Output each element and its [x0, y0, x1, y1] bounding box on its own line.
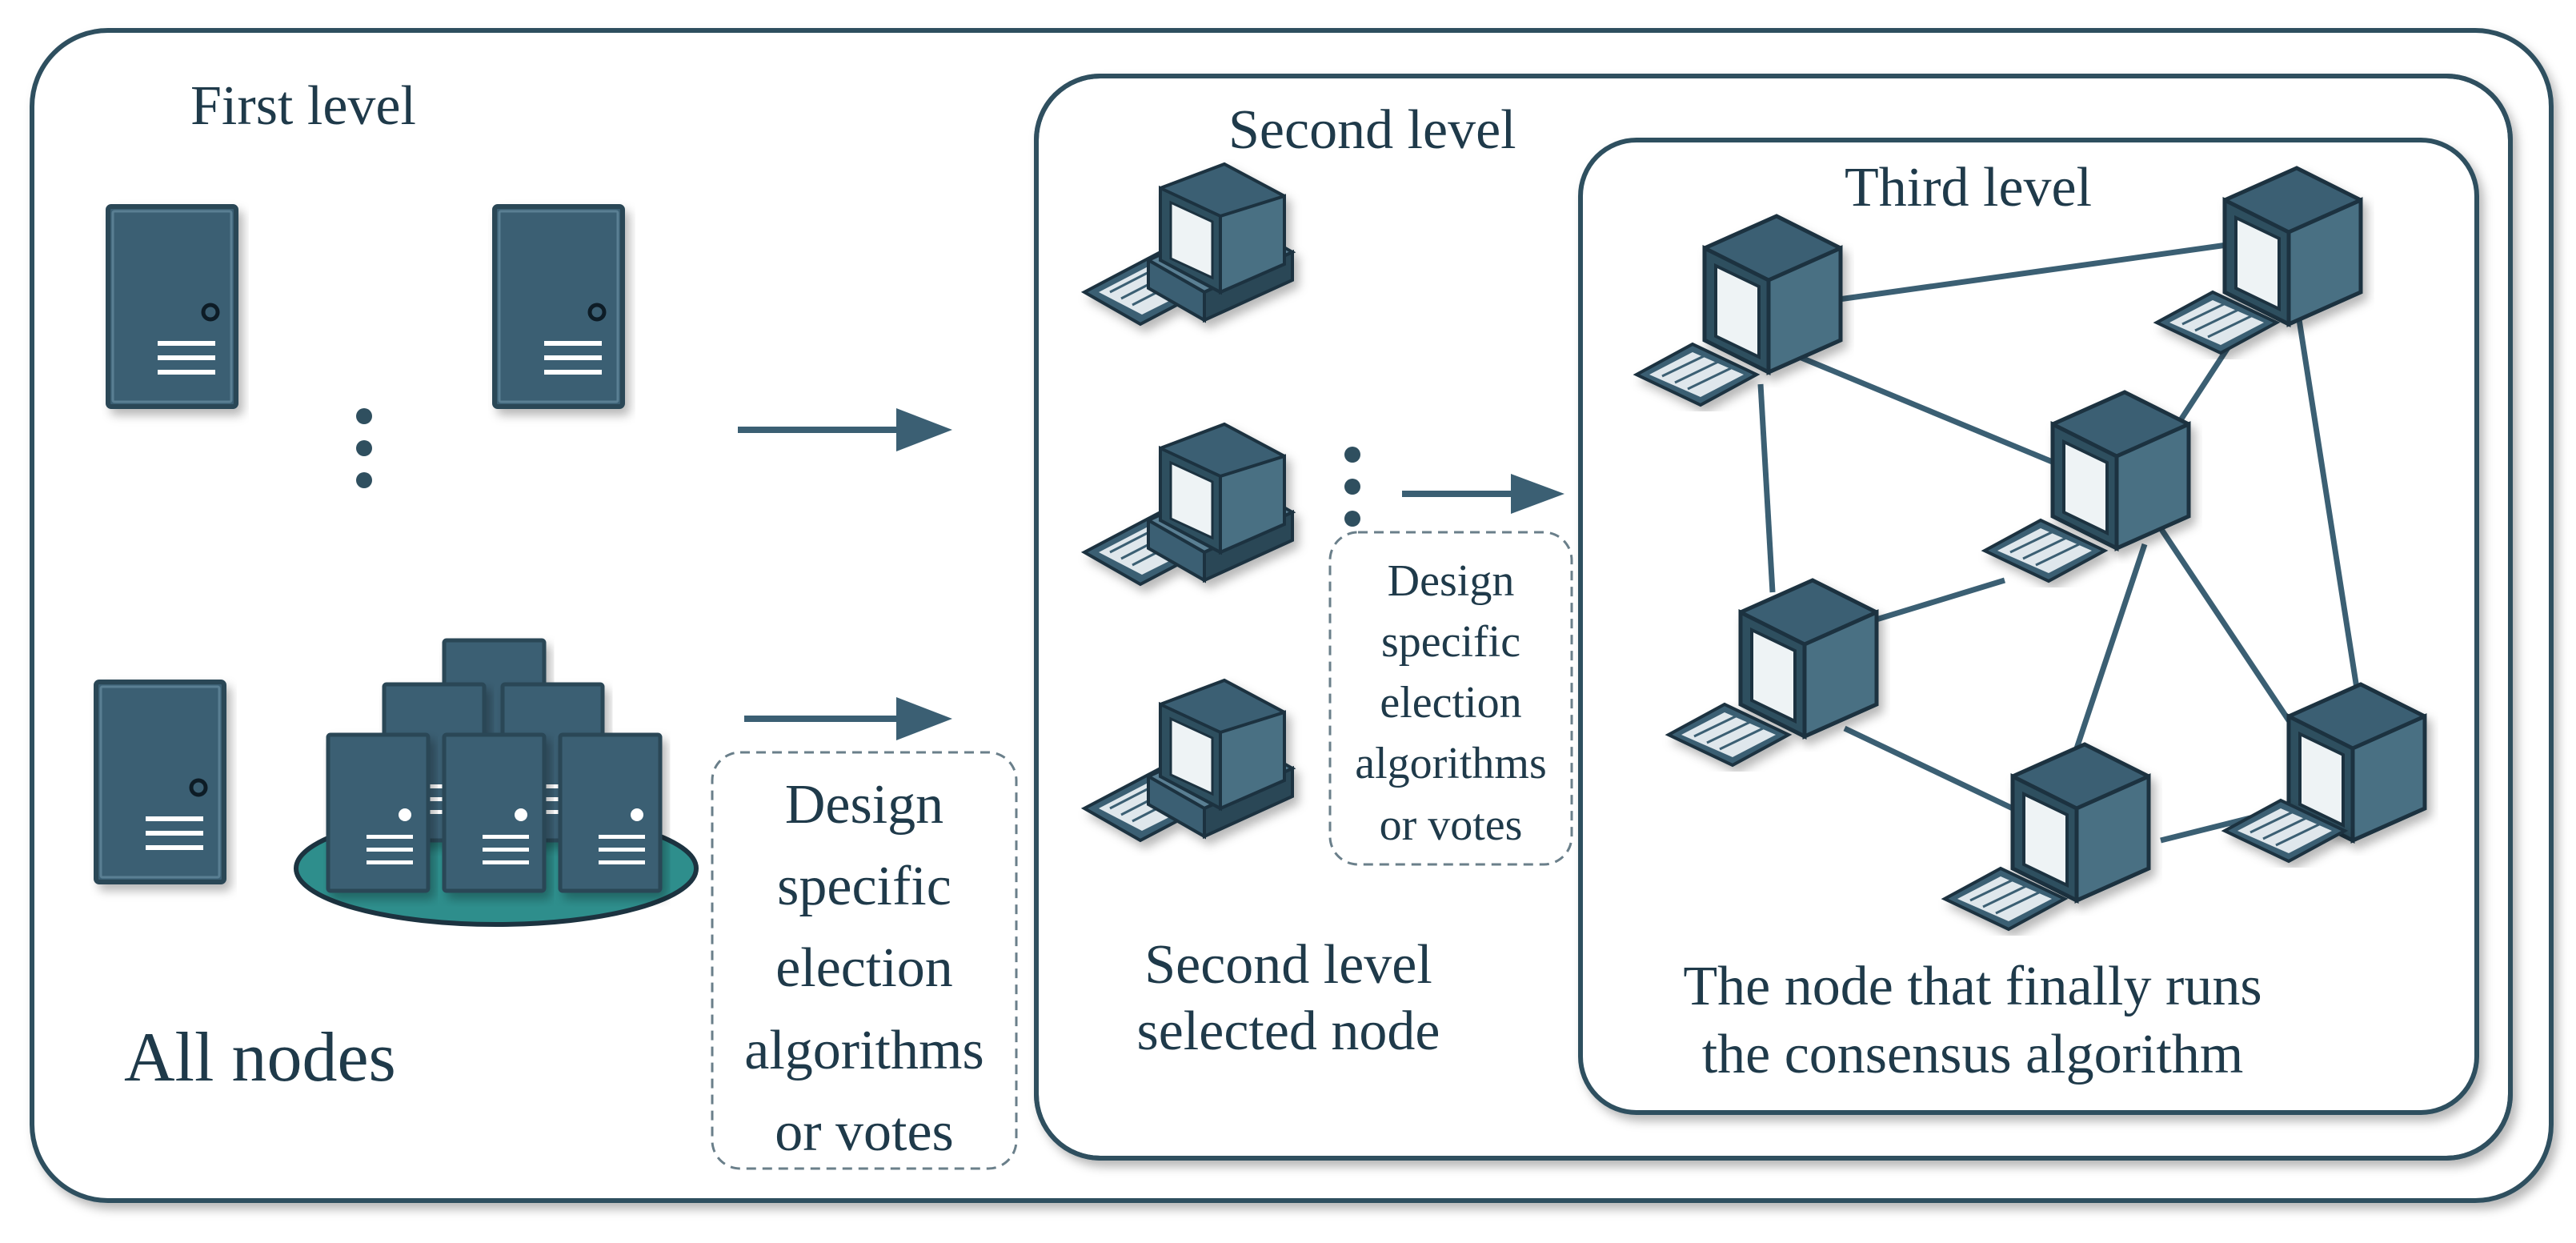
- note-line: election: [775, 937, 953, 1000]
- note-box-first: [711, 751, 1018, 1170]
- note-box-second: [1328, 531, 1573, 866]
- note-line: Design: [1387, 556, 1515, 606]
- final-nodes-caption: The node that finally runs the consensus…: [1604, 952, 2341, 1089]
- second-level-title: Second level: [1228, 99, 1516, 161]
- server-cluster-icon: [294, 640, 699, 927]
- all-nodes-caption: All nodes: [124, 1019, 396, 1097]
- caption-line: Second level: [1144, 934, 1432, 996]
- second-selected-caption: Second level selected node: [1088, 932, 1488, 1065]
- vertical-ellipsis-icon: [356, 408, 372, 488]
- note-line: algorithms: [1355, 739, 1547, 789]
- note-line: algorithms: [744, 1019, 984, 1081]
- first-level-title: First level: [190, 75, 416, 137]
- note-line: election: [1380, 678, 1522, 728]
- election-note-second: Design specific election algorithms or v…: [1330, 551, 1572, 856]
- election-note-first: Design specific election algorithms or v…: [712, 764, 1016, 1173]
- server-tower-icon: [495, 206, 623, 407]
- right-arrow-icon: [744, 697, 952, 740]
- server-tower-icon: [108, 206, 236, 407]
- third-level-frame: [1578, 138, 2479, 1115]
- caption-line: the consensus algorithm: [1701, 1024, 2244, 1086]
- right-arrow-icon: [738, 408, 952, 451]
- note-line: Design: [784, 774, 944, 836]
- server-tower-icon: [96, 682, 224, 882]
- caption-line: selected node: [1136, 1000, 1440, 1062]
- caption-line: The node that finally runs: [1683, 956, 2262, 1017]
- second-level-inner-frame: [1034, 74, 2513, 1161]
- third-level-title: Third level: [1845, 157, 2093, 219]
- note-line: or votes: [1379, 800, 1523, 850]
- note-line: or votes: [775, 1101, 954, 1163]
- right-arrow-icon: [1402, 474, 1564, 514]
- vertical-ellipsis-icon: [1344, 447, 1360, 527]
- note-line: specific: [777, 856, 951, 918]
- note-line: specific: [1380, 617, 1521, 668]
- network-links: [1757, 241, 2360, 844]
